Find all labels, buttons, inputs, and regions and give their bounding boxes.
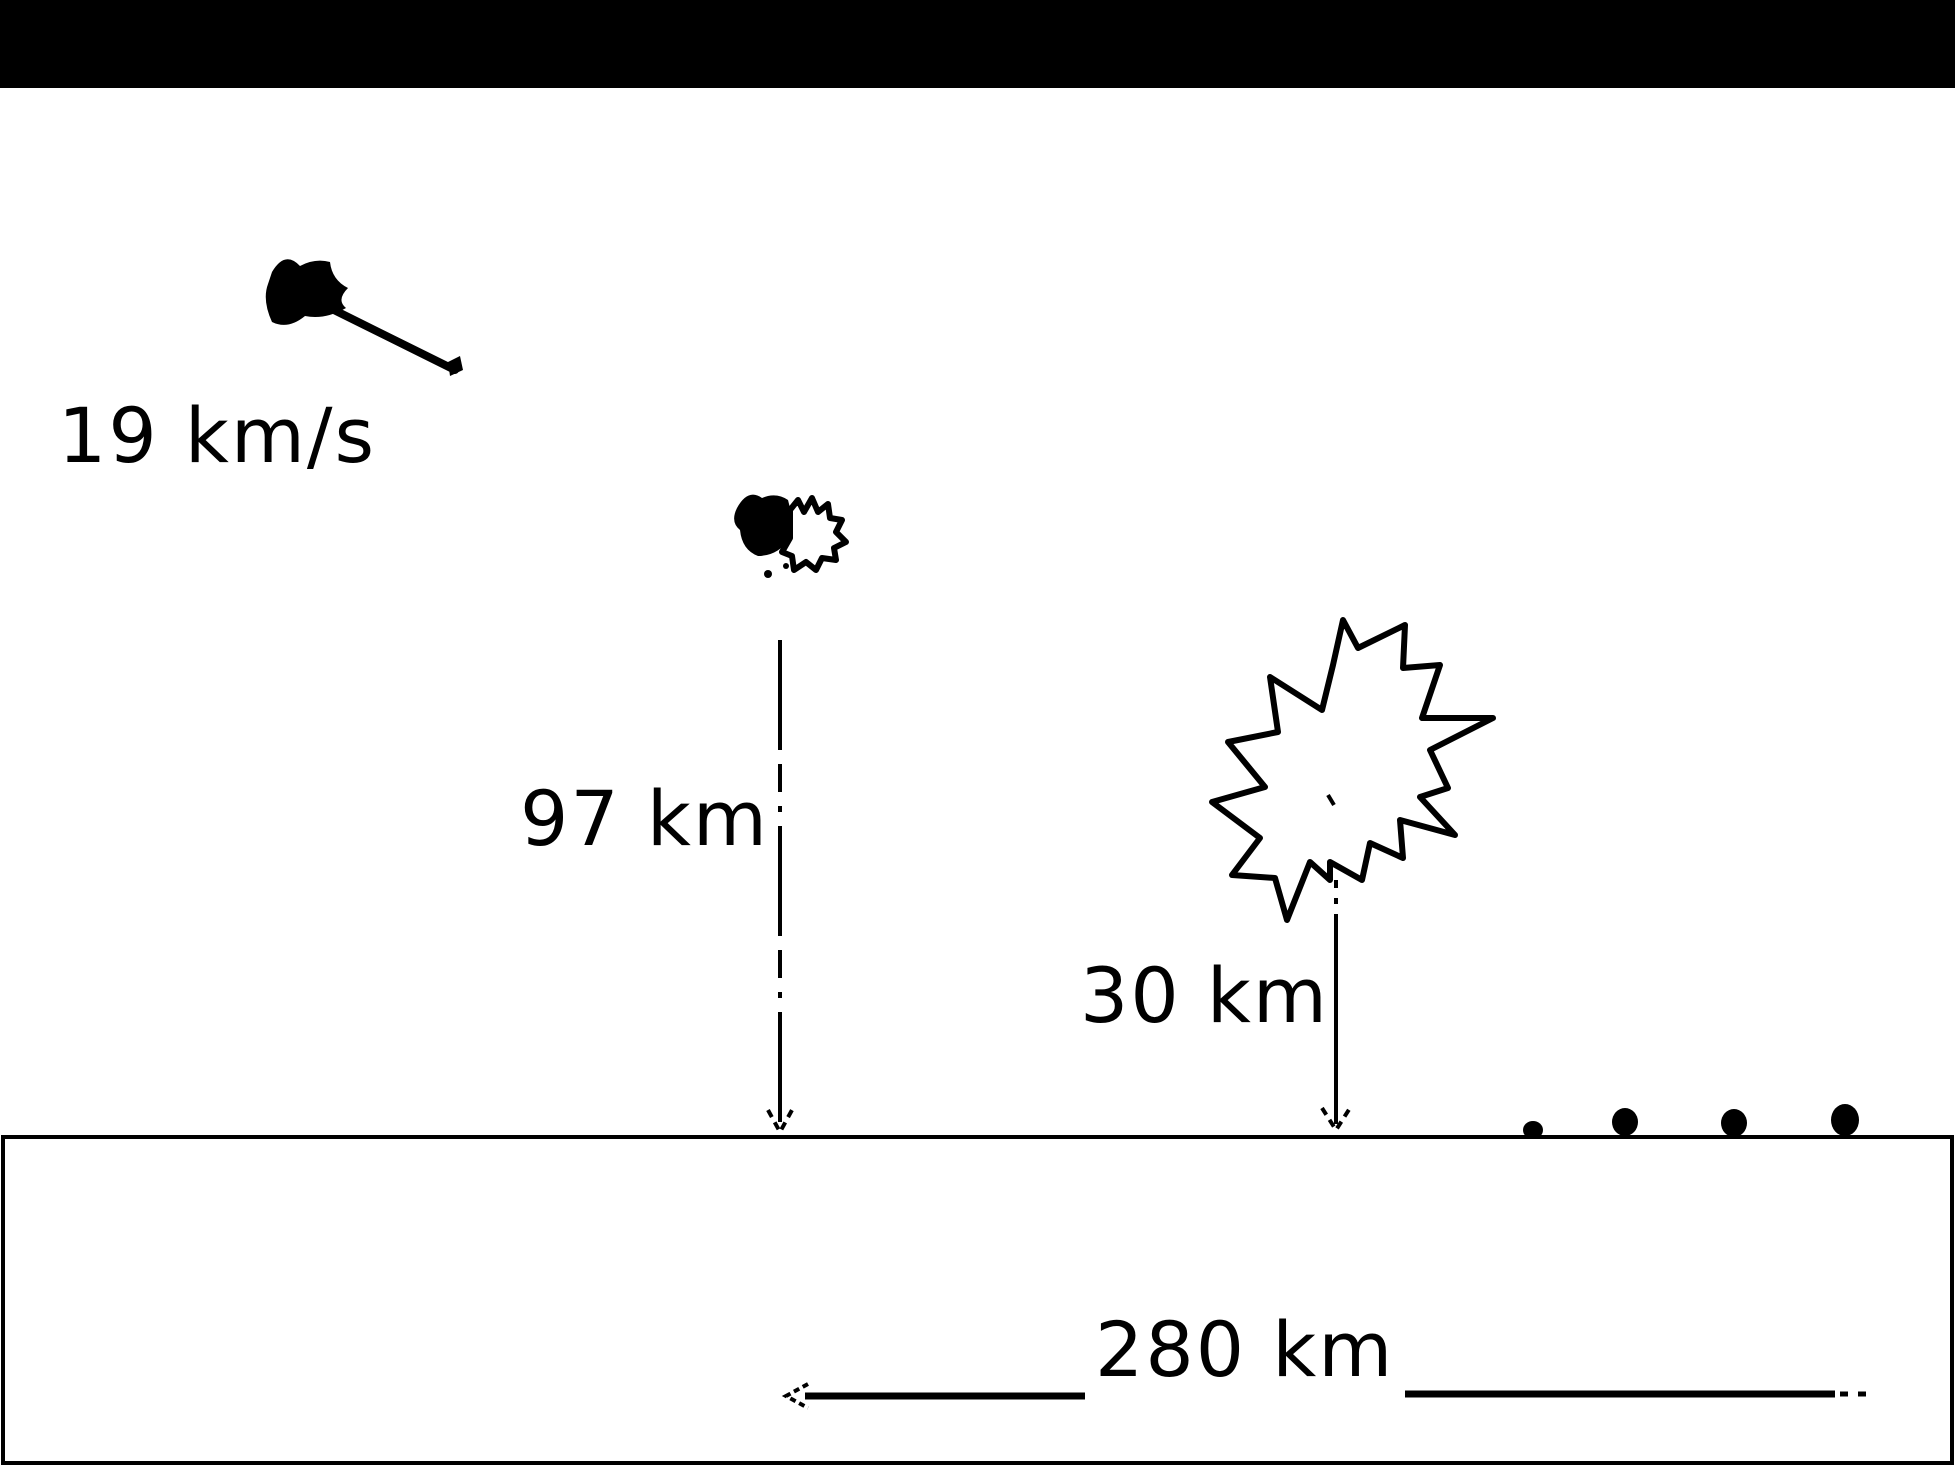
meteorite-fragment (1523, 1121, 1543, 1139)
breakup-altitude-label: 97 km (520, 774, 769, 863)
explosion-spark (1326, 793, 1336, 807)
airburst-altitude-label: 30 km (1080, 951, 1329, 1040)
fragment-debris (764, 570, 772, 578)
fragment-body (734, 494, 792, 556)
meteorite-fragment (1831, 1104, 1859, 1136)
speed-label: 19 km/s (58, 391, 376, 480)
ground-distance-arrowhead (781, 1382, 809, 1410)
meteorite-fragment (1721, 1109, 1747, 1137)
meteorite-fragments-icon (1523, 1104, 1859, 1139)
ground-panel (1, 1135, 1954, 1465)
meteoroid-icon (265, 259, 463, 376)
meteoroid-trail-tip (448, 356, 463, 376)
explosion-burst (1209, 617, 1496, 923)
meteoroid-body (265, 259, 348, 325)
fragment-debris (783, 563, 789, 569)
meteorite-fragment (1612, 1108, 1638, 1136)
sky-band (0, 0, 1955, 88)
fragmenting-meteoroid-icon (734, 494, 849, 578)
ground-distance-label: 280 km (1095, 1305, 1394, 1394)
explosion-burst-icon (1209, 617, 1496, 923)
airburst-altitude-arrowhead (1320, 1106, 1352, 1134)
fragment-burst (779, 495, 849, 573)
meteoroid-trail (326, 304, 459, 374)
